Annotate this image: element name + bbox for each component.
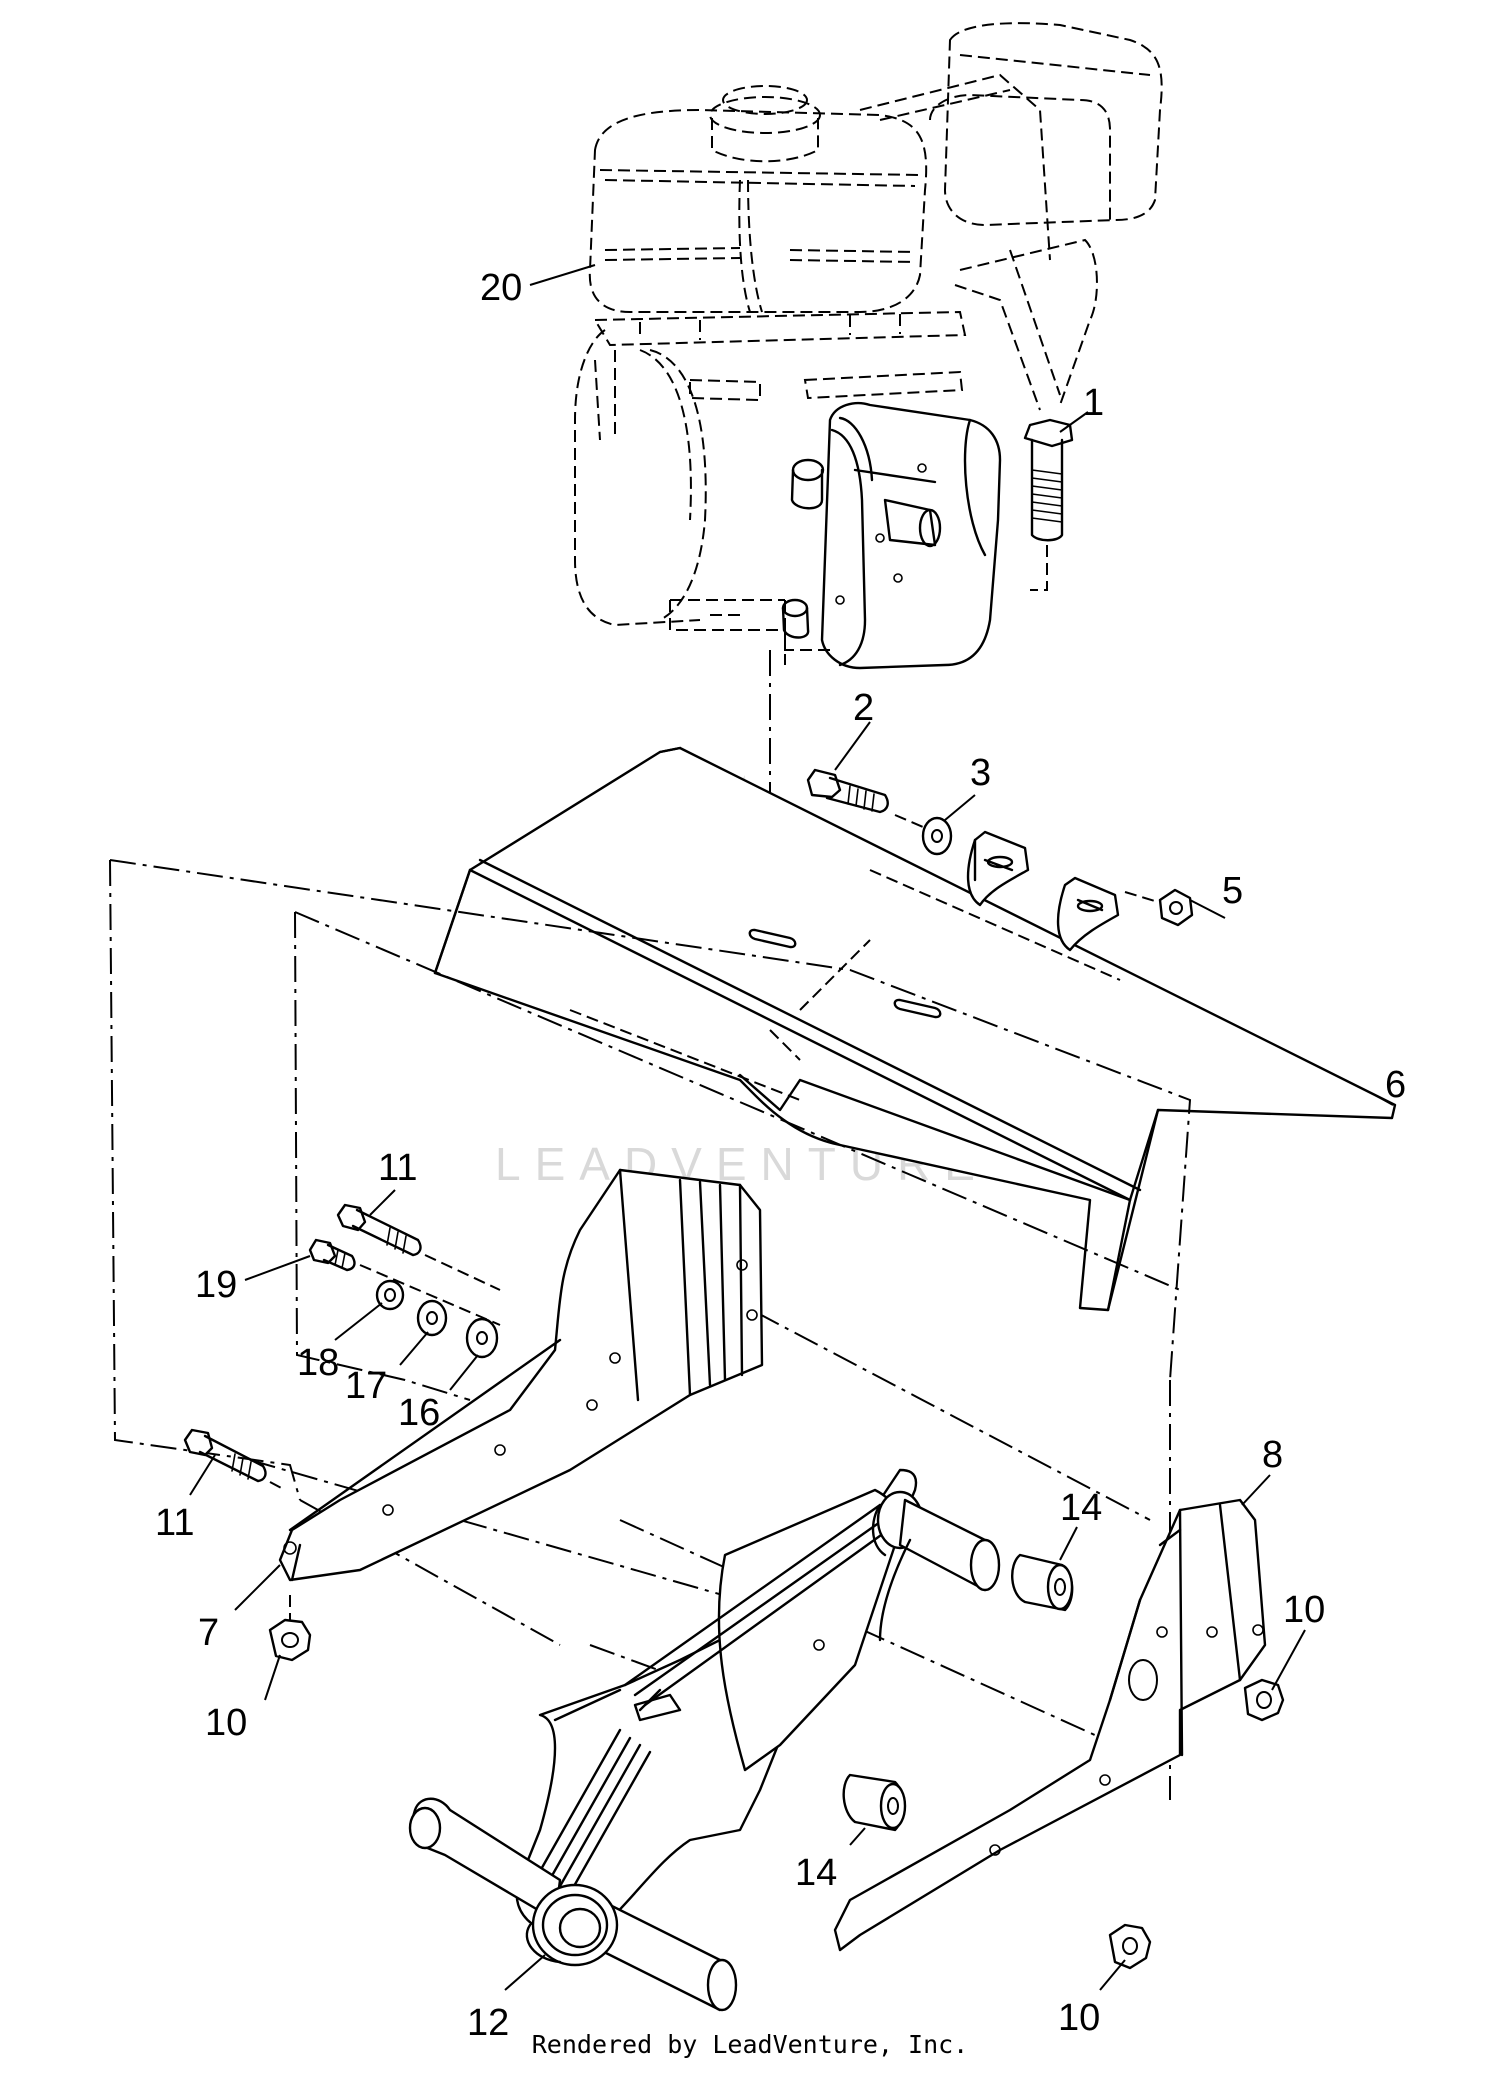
- bolt-11-lower: [183, 1428, 286, 1491]
- callout-12: 12: [467, 2002, 509, 2044]
- callout-14-lower: 14: [795, 1852, 837, 1894]
- washer-16: [465, 1317, 499, 1359]
- bolt-11-top: [336, 1203, 501, 1291]
- washer-3: [921, 816, 953, 856]
- callout-11-lower: 11: [155, 1502, 194, 1544]
- bolt-1: [1023, 418, 1074, 591]
- lock-washer-18: [375, 1279, 405, 1311]
- callout-6: 6: [1385, 1064, 1406, 1106]
- nut-10-right-lower: [1108, 1923, 1152, 1970]
- callout-10-left: 10: [205, 1702, 247, 1744]
- callout-3: 3: [970, 752, 991, 794]
- nut-5: [1124, 888, 1194, 927]
- engine: [574, 22, 1163, 670]
- fastener-axis: [359, 1264, 501, 1326]
- right-bracket: [833, 1498, 1267, 1952]
- callout-17: 17: [345, 1365, 387, 1407]
- callout-7: 7: [198, 1612, 219, 1654]
- callout-10-right-lower: 10: [1058, 1997, 1100, 2039]
- callout-19: 19: [195, 1264, 237, 1306]
- callout-14-upper: 14: [1060, 1487, 1102, 1529]
- spacer-14-upper: [1011, 1553, 1074, 1612]
- footer-credit: Rendered by LeadVenture, Inc.: [531, 2030, 969, 2059]
- callout-2: 2: [853, 687, 874, 729]
- left-bracket: [278, 1168, 764, 1582]
- callout-11-top: 11: [378, 1147, 417, 1189]
- callout-18: 18: [297, 1342, 339, 1384]
- chaincase: [408, 1468, 1001, 2012]
- nut-10-left: [268, 1595, 312, 1662]
- callout-5: 5: [1222, 870, 1243, 912]
- washer-17: [416, 1299, 448, 1337]
- spacer-14-lower: [842, 1773, 907, 1832]
- callout-20: 20: [480, 267, 522, 309]
- callout-16: 16: [398, 1392, 440, 1434]
- callout-1: 1: [1083, 382, 1104, 424]
- bolt-2: [806, 768, 931, 831]
- nut-10-right-upper: [1243, 1678, 1285, 1722]
- leaders: [189, 264, 1394, 1991]
- tine-shield: [433, 746, 1397, 1312]
- callout-8: 8: [1262, 1434, 1283, 1476]
- callout-10-right-upper: 10: [1283, 1589, 1325, 1631]
- callouts: 20 1 2 3 5 6 11 19 18 17 16 11 7 10 8 14…: [155, 267, 1406, 2044]
- bolt-19: [308, 1238, 356, 1272]
